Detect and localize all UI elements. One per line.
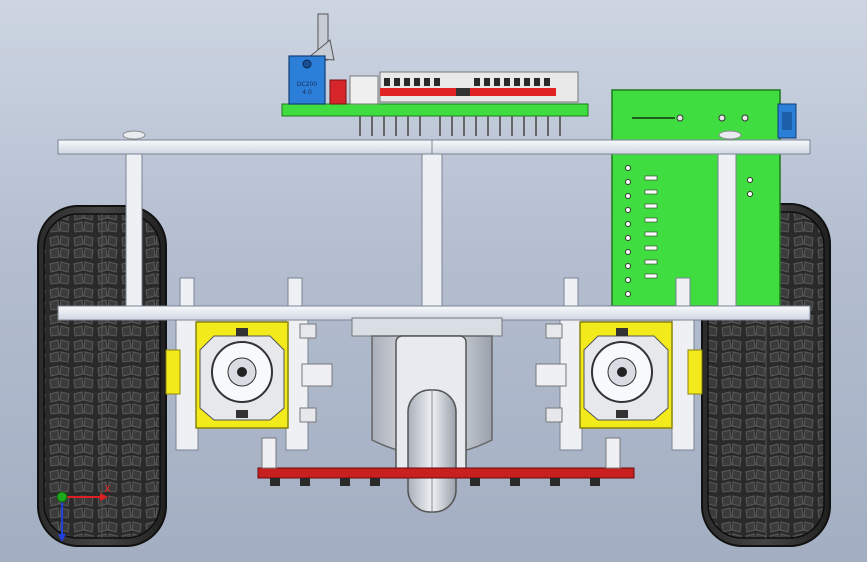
- y-axis-dot: [56, 491, 68, 503]
- red-sensor-strip[interactable]: [257, 437, 635, 486]
- left-gear-motor[interactable]: [165, 321, 333, 429]
- arduino-shield-board[interactable]: [281, 13, 589, 136]
- blue-dc-jack[interactable]: DC200 4.0: [288, 55, 326, 105]
- brass-standoffs: [125, 153, 737, 307]
- board-pin-column: [625, 165, 753, 297]
- green-controller-board[interactable]: [611, 89, 781, 307]
- right-gear-motor[interactable]: [535, 321, 703, 429]
- axis-triad: X: [56, 484, 111, 542]
- jack-label-line2: 4.0: [302, 89, 312, 96]
- caster-wheel[interactable]: [351, 317, 503, 513]
- x-axis-label: X: [104, 484, 111, 495]
- side-connector: [777, 103, 797, 139]
- jack-label-line1: DC200: [297, 81, 317, 88]
